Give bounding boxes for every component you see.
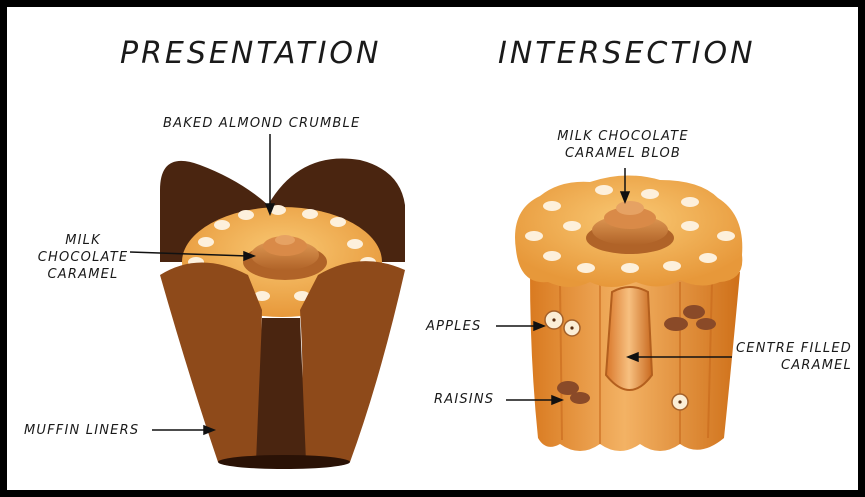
liner-front-right (300, 261, 405, 462)
centre-caramel-fill (606, 287, 652, 390)
label-caramel-blob: MILK CHOCOLATE CARAMEL BLOB (548, 128, 698, 162)
intersection-muffin (515, 175, 742, 451)
label-line: CHOCOLATE (35, 249, 131, 266)
label-line: CARAMEL (35, 266, 131, 283)
title-intersection: INTERSECTION (498, 36, 756, 71)
label-baked-almond-crumble: BAKED ALMOND CRUMBLE (163, 115, 360, 132)
label-apples: APPLES (426, 318, 481, 335)
label-line: CARAMEL BLOB (548, 145, 698, 162)
label-line: MILK CHOCOLATE (548, 128, 698, 145)
label-line: CENTRE FILLED (722, 340, 852, 357)
label-milk-chocolate-caramel: MILK CHOCOLATE CARAMEL (35, 232, 131, 283)
title-presentation: PRESENTATION (120, 36, 381, 71)
liner-base (218, 455, 350, 469)
label-line: MILK (35, 232, 131, 249)
presentation-muffin (160, 158, 405, 469)
label-raisins: RAISINS (434, 391, 494, 408)
liner-center (256, 318, 306, 462)
label-muffin-liners: MUFFIN LINERS (24, 422, 139, 439)
liner-front-left (160, 263, 270, 463)
label-centre-filled-caramel: CENTRE FILLED CARAMEL (722, 340, 852, 374)
label-line: CARAMEL (722, 357, 852, 374)
